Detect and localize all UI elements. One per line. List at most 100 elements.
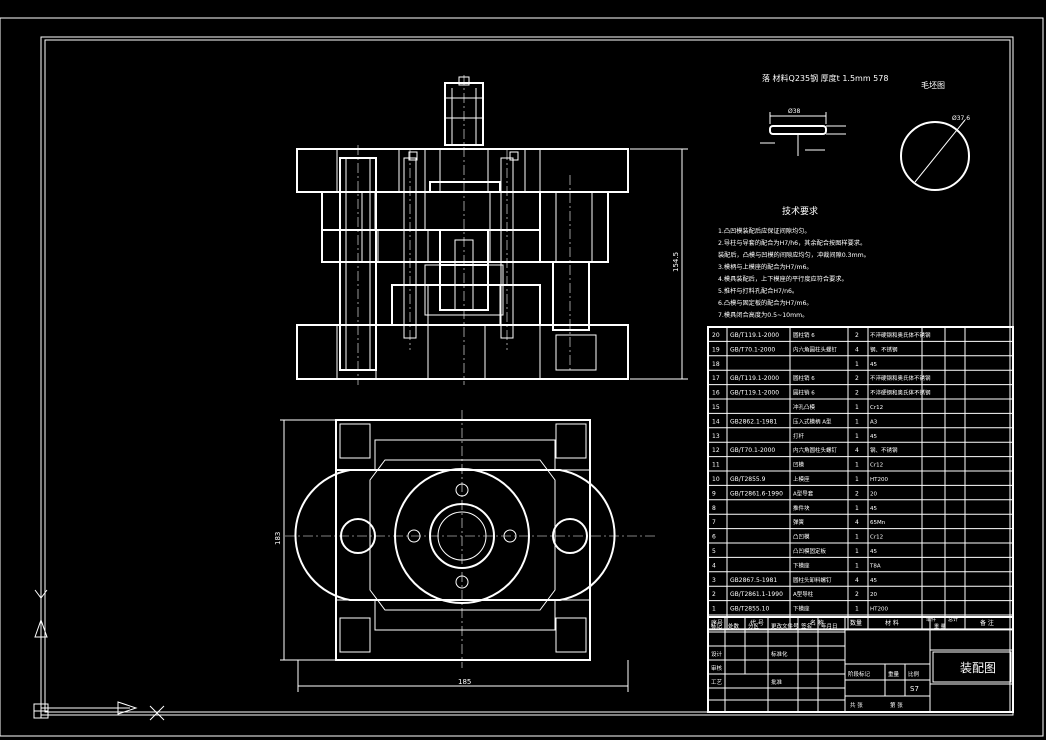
bom-cell-qty: 1 bbox=[855, 418, 859, 425]
tb-label: 更改文件号 bbox=[771, 622, 799, 630]
bom-cell-qty: 1 bbox=[855, 534, 859, 541]
tech-req-item: 装配后，凸模与凹模的间隙应均匀，冲裁间隙0.3mm。 bbox=[718, 251, 870, 259]
bom-cell-no: 12 bbox=[712, 447, 720, 454]
bom-cell-no: 7 bbox=[712, 519, 716, 526]
bom-cell-qty: 2 bbox=[855, 375, 859, 382]
blank-label: 毛坯图 bbox=[921, 80, 945, 90]
bom-cell-name: 圆柱销 6 bbox=[793, 389, 815, 397]
bom-cell-no: 6 bbox=[712, 534, 716, 541]
bom-cell-code: GB/T119.1-2000 bbox=[730, 375, 779, 382]
bom-cell-name: 凹模 bbox=[793, 461, 805, 469]
bom-cell-no: 13 bbox=[712, 433, 720, 440]
bom-header-material: 材 料 bbox=[885, 619, 899, 627]
bom-cell-code: GB/T70.1-2000 bbox=[730, 447, 775, 454]
bom-cell-material: 45 bbox=[870, 506, 877, 512]
bom-cell-material: T8A bbox=[869, 563, 881, 569]
blank-width-dim: Ø38 bbox=[788, 108, 801, 115]
main-height-label: 154.5 bbox=[672, 252, 680, 272]
blank-section: 落 材料Q235钢 厚度t 1.5mm 578 Ø38 bbox=[760, 73, 888, 156]
bom-cell-code: GB2862.1-1981 bbox=[730, 418, 777, 425]
bom-cell-name: 打杆 bbox=[793, 432, 805, 440]
tech-req-item: 6.凸模与固定板的配合为H7/m6。 bbox=[718, 299, 813, 307]
bom-cell-no: 10 bbox=[712, 476, 720, 483]
bom-cell-name: 圆柱头卸料螺钉 bbox=[793, 576, 832, 584]
tb-label: 批准 bbox=[771, 678, 783, 686]
bom-cell-name: 下模座 bbox=[793, 561, 810, 569]
bom-cell-name: 冲孔凸模 bbox=[793, 403, 816, 411]
bom-cell-material: HT200 bbox=[870, 477, 888, 483]
bom-cell-name: 内六角圆柱头螺钉 bbox=[793, 446, 838, 454]
bom-cell-material: 不淬硬钢和奥氏体不锈钢 bbox=[870, 374, 931, 382]
bom-cell-material: 20 bbox=[870, 491, 877, 497]
bom-cell-no: 15 bbox=[712, 404, 720, 411]
tb-label: 第 张 bbox=[890, 701, 903, 709]
plan-dimensions: 183 185 bbox=[274, 419, 629, 692]
bom-cell-name: 圆柱销 6 bbox=[793, 374, 815, 382]
bom-cell-name: 凸凹模固定板 bbox=[793, 547, 827, 555]
tech-req-item: 7.模具闭合高度为0.5~10mm。 bbox=[718, 311, 808, 319]
bom-cell-no: 5 bbox=[712, 548, 716, 555]
border-line bbox=[44, 39, 1011, 713]
tb-label: 重量 bbox=[888, 670, 900, 678]
bom-header-no: 序号 bbox=[711, 619, 723, 627]
bom-cell-material: Cr12 bbox=[870, 405, 883, 411]
drawing-title: 装配图 bbox=[960, 661, 996, 675]
section-view bbox=[296, 75, 629, 385]
bom-cell-material: 45 bbox=[870, 362, 877, 368]
bom-cell-name: A型导柱 bbox=[793, 590, 814, 598]
tb-label: 年月日 bbox=[821, 622, 838, 630]
bom-cell-no: 16 bbox=[712, 390, 720, 397]
tech-req-item: 2.导柱与导套的配合为H7/h6，其余配合按图样要求。 bbox=[718, 239, 866, 247]
tb-label: 共 张 bbox=[850, 701, 863, 709]
tb-label: 设计 bbox=[711, 650, 723, 658]
bom-cell-name: 圆柱销 6 bbox=[793, 331, 815, 339]
bom-header-single: 单件 bbox=[926, 616, 936, 623]
bom-cell-qty: 1 bbox=[855, 361, 859, 368]
plan-height-label: 183 bbox=[274, 532, 282, 545]
blank-material-note: 落 材料Q235钢 厚度t 1.5mm 578 bbox=[762, 73, 888, 83]
bom-cell-no: 3 bbox=[712, 577, 716, 584]
tb-label: 工艺 bbox=[711, 679, 723, 686]
bom-cell-qty: 1 bbox=[855, 548, 859, 555]
bom-cell-code: GB/T119.1-2000 bbox=[730, 332, 779, 339]
technical-requirements: 技术要求 1.凸凹模装配后应保证间隙均匀。 2.导柱与导套的配合为H7/h6，其… bbox=[718, 205, 870, 319]
bom-cell-qty: 1 bbox=[855, 562, 859, 569]
bom-header-weight: 重 量 bbox=[934, 623, 946, 630]
bom-header-code: 代 号 bbox=[750, 619, 764, 627]
tb-label: 阶段标记 bbox=[848, 670, 871, 678]
tech-req-item: 3.模柄与上模座的配合为H7/m6。 bbox=[718, 263, 813, 271]
bom-cell-material: 65Mn bbox=[870, 520, 886, 526]
bom-cell-no: 4 bbox=[712, 562, 716, 569]
bom-cell-code: GB/T70.1-2000 bbox=[730, 346, 775, 353]
tb-label: 审核 bbox=[711, 664, 723, 672]
bom-cell-no: 20 bbox=[712, 332, 720, 339]
bom-cell-no: 14 bbox=[712, 418, 720, 425]
bom-cell-qty: 4 bbox=[855, 447, 859, 454]
tb-label: 比例 bbox=[908, 670, 920, 678]
bom-cell-qty: 1 bbox=[855, 404, 859, 411]
bom-cell-material: Cr12 bbox=[870, 463, 883, 469]
bom-header-qty: 数量 bbox=[850, 619, 862, 627]
bom-cell-qty: 2 bbox=[855, 591, 859, 598]
bom-cell-qty: 1 bbox=[855, 462, 859, 469]
bom-cell-material: 不淬硬钢和奥氏体不锈钢 bbox=[870, 331, 931, 339]
bom-cell-material: 钢、不锈钢 bbox=[870, 345, 898, 353]
scale-value: S7 bbox=[910, 685, 919, 693]
ucs-icon bbox=[33, 589, 165, 721]
bom-cell-name: A型导套 bbox=[793, 489, 814, 497]
bom-header-remark: 备 注 bbox=[980, 619, 994, 627]
tech-req-title: 技术要求 bbox=[782, 205, 818, 217]
bom-cell-no: 8 bbox=[712, 505, 716, 512]
tb-label: 签名 bbox=[801, 622, 812, 630]
bom-cell-name: 凸凹模 bbox=[793, 533, 810, 541]
bom-header-total: 总计 bbox=[948, 616, 958, 623]
plan-width-label: 185 bbox=[458, 678, 471, 686]
tb-label: 标准化 bbox=[771, 650, 788, 658]
bom-cell-code: GB/T2855.9 bbox=[730, 476, 766, 483]
tb-label: 标记 bbox=[711, 622, 723, 630]
bom-cell-no: 19 bbox=[712, 346, 720, 353]
tb-label: 分区 bbox=[748, 622, 760, 630]
bom-frame bbox=[707, 326, 1014, 631]
height-dimension: 154.5 bbox=[630, 148, 688, 380]
